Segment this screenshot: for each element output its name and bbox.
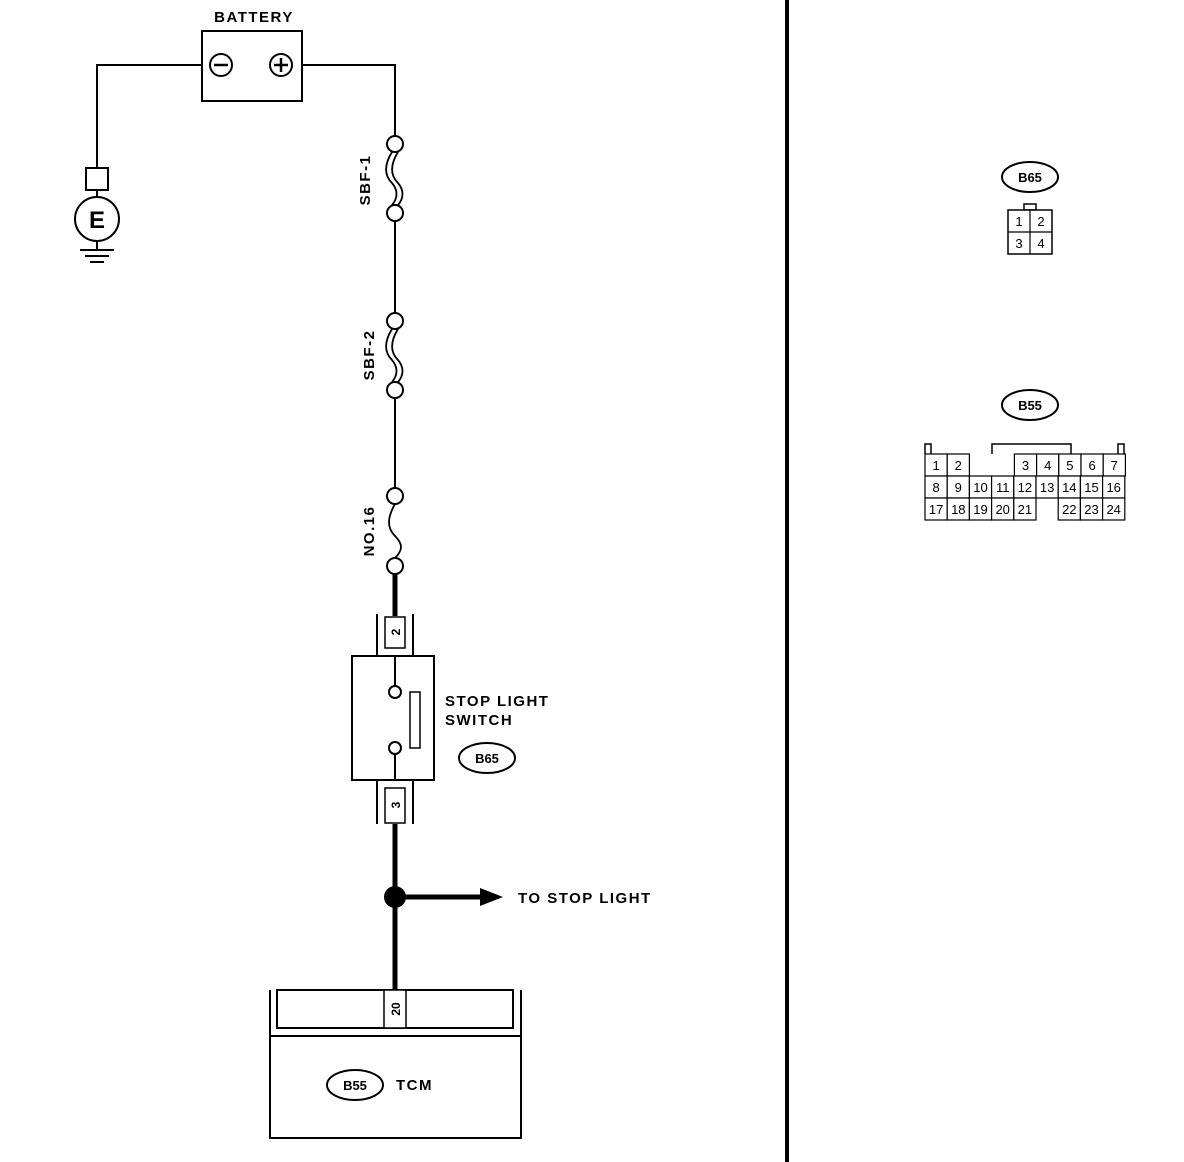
connector-b55-pin-12: 12 — [1018, 480, 1032, 495]
connector-b55-pin-16: 16 — [1106, 480, 1120, 495]
connector-b65-pin-3: 3 — [1015, 236, 1022, 251]
fuse-sbf-2-label: SBF-2 — [361, 330, 378, 381]
connector-b55-pin-18: 18 — [951, 502, 965, 517]
connector-b55-pin-4: 4 — [1044, 458, 1051, 473]
fuse-sbf-1-label: SBF-1 — [357, 155, 374, 206]
connector-b55-pin-14: 14 — [1062, 480, 1076, 495]
fuse-no-16-label: NO.16 — [361, 506, 378, 557]
connector-b55-pin-24: 24 — [1106, 502, 1120, 517]
connector-b55-pin-19: 19 — [973, 502, 987, 517]
tcm-module: 20 B55 TCM — [269, 989, 522, 1139]
connector-b55-housing-outline — [924, 443, 1125, 454]
connector-b55-pin-23: 23 — [1084, 502, 1098, 517]
connector-b55-pin-7: 7 — [1111, 458, 1118, 473]
connector-b55-pin-5: 5 — [1066, 458, 1073, 473]
connector-b55-pin-2: 2 — [955, 458, 962, 473]
fuse-no-16: NO.16 — [361, 487, 404, 575]
connector-b65-badge — [1001, 161, 1059, 193]
connector-b55-pin-6: 6 — [1088, 458, 1095, 473]
tcm-pin: 20 — [389, 1002, 403, 1016]
fuse-no-16-bottom-terminal — [386, 557, 404, 575]
connector-b65-pin-1: 1 — [1015, 214, 1022, 229]
connector-b65-pin-4: 4 — [1037, 236, 1044, 251]
connector-b65-latch — [1023, 203, 1037, 211]
switch-plunger — [409, 691, 421, 749]
connector-b55-cell-21 — [1013, 497, 1037, 521]
switch-pin-bottom-box — [384, 787, 406, 824]
wire-battery-negative — [96, 64, 202, 168]
connector-b55-cell-24 — [1101, 497, 1126, 521]
connector-b55-pin-9: 9 — [955, 480, 962, 495]
connector-b55-name: B55 — [1018, 398, 1042, 413]
fuse-sbf-1-bottom-terminal — [386, 204, 404, 222]
connector-b65-name: B65 — [1018, 170, 1042, 185]
switch-body — [351, 655, 435, 781]
fuse-sbf-2-link — [385, 328, 404, 383]
connector-b55-pin-1: 1 — [932, 458, 939, 473]
connector-b55-pin-21: 21 — [1018, 502, 1032, 517]
fuse-sbf-1: SBF-1 — [357, 135, 404, 222]
fuse-sbf-2: SBF-2 — [361, 312, 404, 399]
connector-b55-pin-22: 22 — [1062, 502, 1076, 517]
connector-b65-pin-2: 2 — [1037, 214, 1044, 229]
arrow-to-stop-light — [480, 888, 503, 906]
switch-pin-top: 2 — [389, 628, 403, 635]
connector-b55-pin-13: 13 — [1040, 480, 1054, 495]
connector-b55-pin-3: 3 — [1022, 458, 1029, 473]
connector-b55-pin-10: 10 — [973, 480, 987, 495]
stop-light-switch: 2 3 STOP LIGHT SWITCH B65 — [351, 614, 549, 824]
switch-pin-top-box — [384, 616, 406, 649]
to-stop-light-label: TO STOP LIGHT — [518, 890, 652, 907]
tcm-label: TCM — [396, 1077, 433, 1094]
battery: BATTERY — [201, 9, 303, 102]
connector-b55-pin-17: 17 — [929, 502, 943, 517]
tcm-body — [269, 1035, 522, 1139]
connector-b65-view: B65 1 2 3 4 — [1001, 161, 1059, 255]
tcm-connector-badge — [326, 1069, 384, 1101]
stop-light-switch-label-line2: SWITCH — [445, 712, 513, 729]
fuse-sbf-2-top-terminal — [386, 312, 404, 330]
tcm-connector-label: B55 — [343, 1078, 367, 1093]
wire-battery-positive — [302, 64, 396, 135]
fuse-sbf-1-link — [385, 151, 404, 206]
fuse-sbf-1-top-terminal — [386, 135, 404, 153]
connector-b55-badge — [1001, 389, 1059, 421]
battery-label: BATTERY — [214, 9, 294, 26]
switch-contact-top — [388, 685, 402, 699]
ground-connector — [85, 167, 109, 191]
stop-light-switch-label-line1: STOP LIGHT — [445, 693, 549, 710]
stop-light-switch-connector-badge — [458, 742, 516, 774]
connector-b55-pin-8: 8 — [932, 480, 939, 495]
connector-b55-pin-11: 11 — [996, 480, 1010, 495]
connector-b55-pin-15: 15 — [1084, 480, 1098, 495]
ground-label: E — [89, 207, 105, 234]
stop-light-switch-connector-label: B65 — [475, 751, 499, 766]
ground-point: E — [74, 167, 120, 263]
fuse-sbf-2-bottom-terminal — [386, 381, 404, 399]
tcm-pin-box — [383, 989, 407, 1029]
fuse-no-16-top-terminal — [386, 487, 404, 505]
connector-b55-pin-20: 20 — [995, 502, 1009, 517]
switch-contact-bottom — [388, 741, 402, 755]
fuse-no-16-link — [388, 503, 402, 559]
switch-pin-bottom: 3 — [389, 801, 403, 808]
